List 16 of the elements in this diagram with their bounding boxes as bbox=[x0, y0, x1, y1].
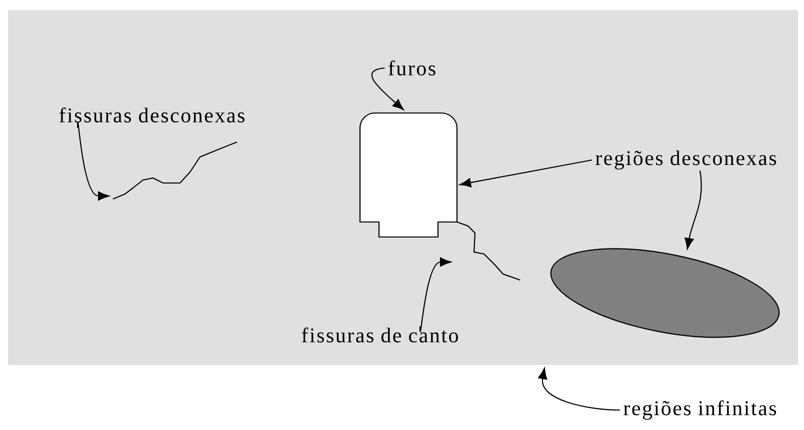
label-text: furos bbox=[388, 60, 436, 76]
leader-arrow bbox=[460, 159, 592, 188]
leader-arrow bbox=[77, 122, 110, 201]
region-shape bbox=[550, 248, 780, 338]
label-text: fissuras desconexas bbox=[59, 108, 244, 122]
label-text: regiões infinitas bbox=[624, 400, 776, 420]
leader-arrow bbox=[419, 257, 452, 332]
crack-line bbox=[112, 141, 238, 200]
label-text: fissuras de canto bbox=[302, 328, 458, 342]
leader-arrow bbox=[538, 368, 620, 411]
region-shape bbox=[359, 112, 458, 238]
label-text: regiões desconexas bbox=[596, 150, 776, 170]
region-shape bbox=[8, 10, 798, 365]
crack-line bbox=[456, 221, 520, 280]
leader-arrow bbox=[684, 170, 702, 250]
leader-arrow bbox=[371, 67, 404, 110]
